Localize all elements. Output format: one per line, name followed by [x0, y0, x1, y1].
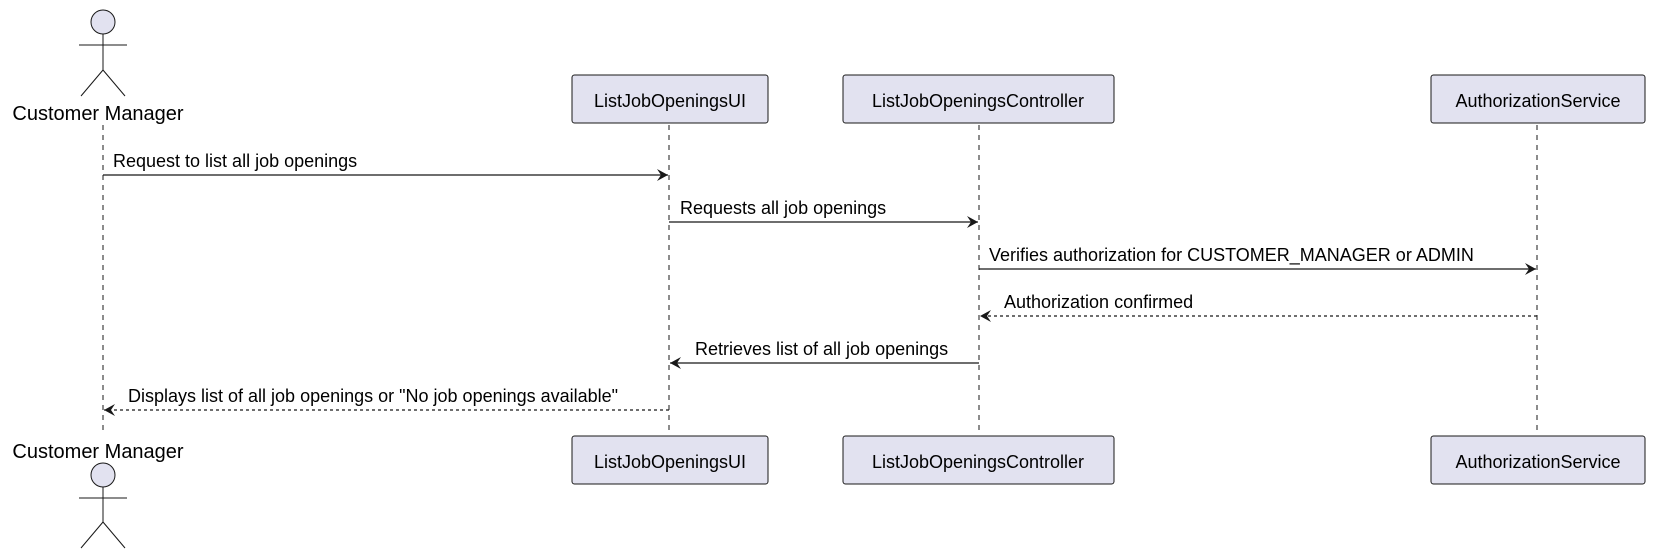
participant-auth-top: AuthorizationService — [1430, 74, 1646, 124]
participant-ui-top: ListJobOpeningsUI — [571, 74, 769, 124]
actor-label-top: Customer Manager — [12, 103, 184, 125]
participant-auth-bottom: AuthorizationService — [1430, 435, 1646, 485]
message-2: Requests all job openings — [669, 198, 978, 228]
message-4-label: Authorization confirmed — [1004, 292, 1193, 312]
message-1: Request to list all job openings — [103, 151, 668, 181]
message-5: Retrieves list of all job openings — [670, 339, 979, 369]
actor-bottom: Customer Manager — [12, 441, 184, 549]
participant-controller-label-bottom: ListJobOpeningsController — [872, 452, 1084, 472]
participant-ui-label-bottom: ListJobOpeningsUI — [594, 452, 746, 472]
actor-leg-left — [80, 69, 104, 97]
participant-ui-label-top: ListJobOpeningsUI — [594, 91, 746, 111]
message-6: Displays list of all job openings or "No… — [104, 386, 669, 416]
participant-controller-label-top: ListJobOpeningsController — [872, 91, 1084, 111]
actor-leg-right — [102, 69, 126, 97]
actor-label-bottom: Customer Manager — [12, 441, 184, 463]
message-1-label: Request to list all job openings — [113, 151, 357, 171]
actor-top: Customer Manager — [12, 9, 184, 125]
message-5-label: Retrieves list of all job openings — [695, 339, 948, 359]
actor-head-bottom — [90, 462, 116, 488]
participant-auth-label-top: AuthorizationService — [1455, 91, 1620, 111]
actor-leg-left-bottom — [80, 521, 104, 549]
participant-auth-label-bottom: AuthorizationService — [1455, 452, 1620, 472]
message-3: Verifies authorization for CUSTOMER_MANA… — [979, 245, 1536, 275]
message-6-label: Displays list of all job openings or "No… — [128, 386, 618, 406]
message-4: Authorization confirmed — [980, 292, 1537, 322]
message-3-label: Verifies authorization for CUSTOMER_MANA… — [989, 245, 1474, 266]
actor-leg-right-bottom — [102, 521, 126, 549]
participant-controller-bottom: ListJobOpeningsController — [842, 435, 1115, 485]
actor-head — [90, 9, 116, 35]
message-2-label: Requests all job openings — [680, 198, 886, 218]
participant-ui-bottom: ListJobOpeningsUI — [571, 435, 769, 485]
participant-controller-top: ListJobOpeningsController — [842, 74, 1115, 124]
